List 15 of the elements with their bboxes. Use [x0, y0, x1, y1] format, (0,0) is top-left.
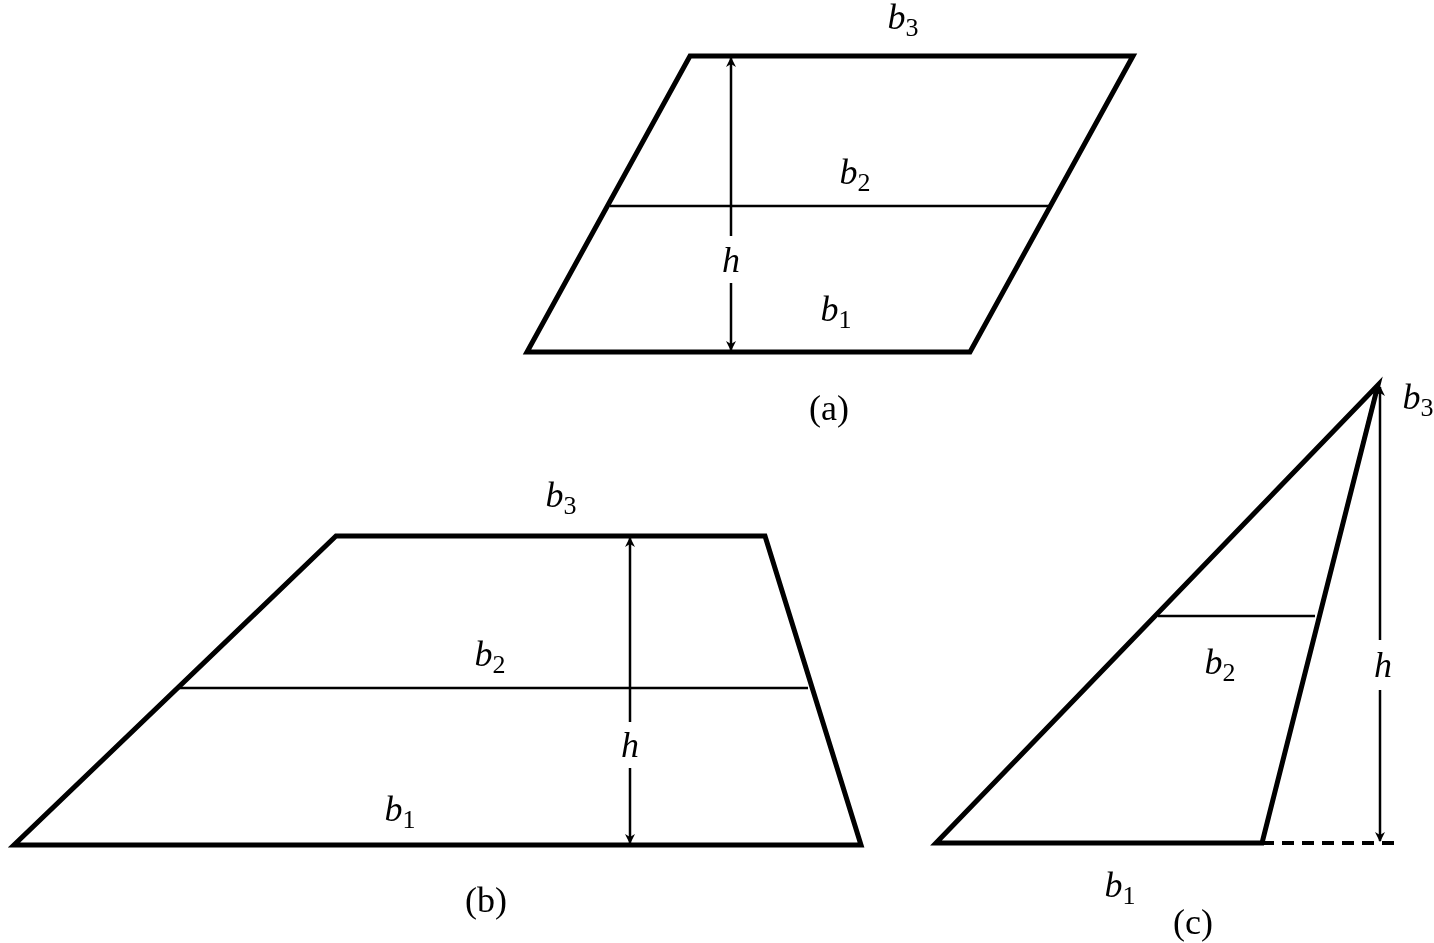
figure-caption: (a): [809, 390, 849, 426]
dimension-label: b$_{2}$: [1204, 644, 1236, 686]
dimension-label: b$_{1}$: [384, 791, 416, 833]
dimension-label: h: [1374, 647, 1392, 683]
dimension-label: h: [722, 242, 740, 278]
dimension-label: h: [621, 727, 639, 763]
figure-caption: (c): [1173, 904, 1213, 940]
figure-caption: (b): [465, 882, 507, 918]
dimension-label: b$_{1}$: [1104, 867, 1136, 909]
dimension-label: b$_{3}$: [1402, 379, 1434, 421]
dimension-label: b$_{3}$: [887, 0, 919, 41]
dimension-label: b$_{2}$: [839, 154, 871, 196]
dimension-label: b$_{2}$: [474, 636, 506, 678]
dimension-label: b$_{1}$: [820, 291, 852, 333]
dimension-label: b$_{3}$: [545, 477, 577, 519]
